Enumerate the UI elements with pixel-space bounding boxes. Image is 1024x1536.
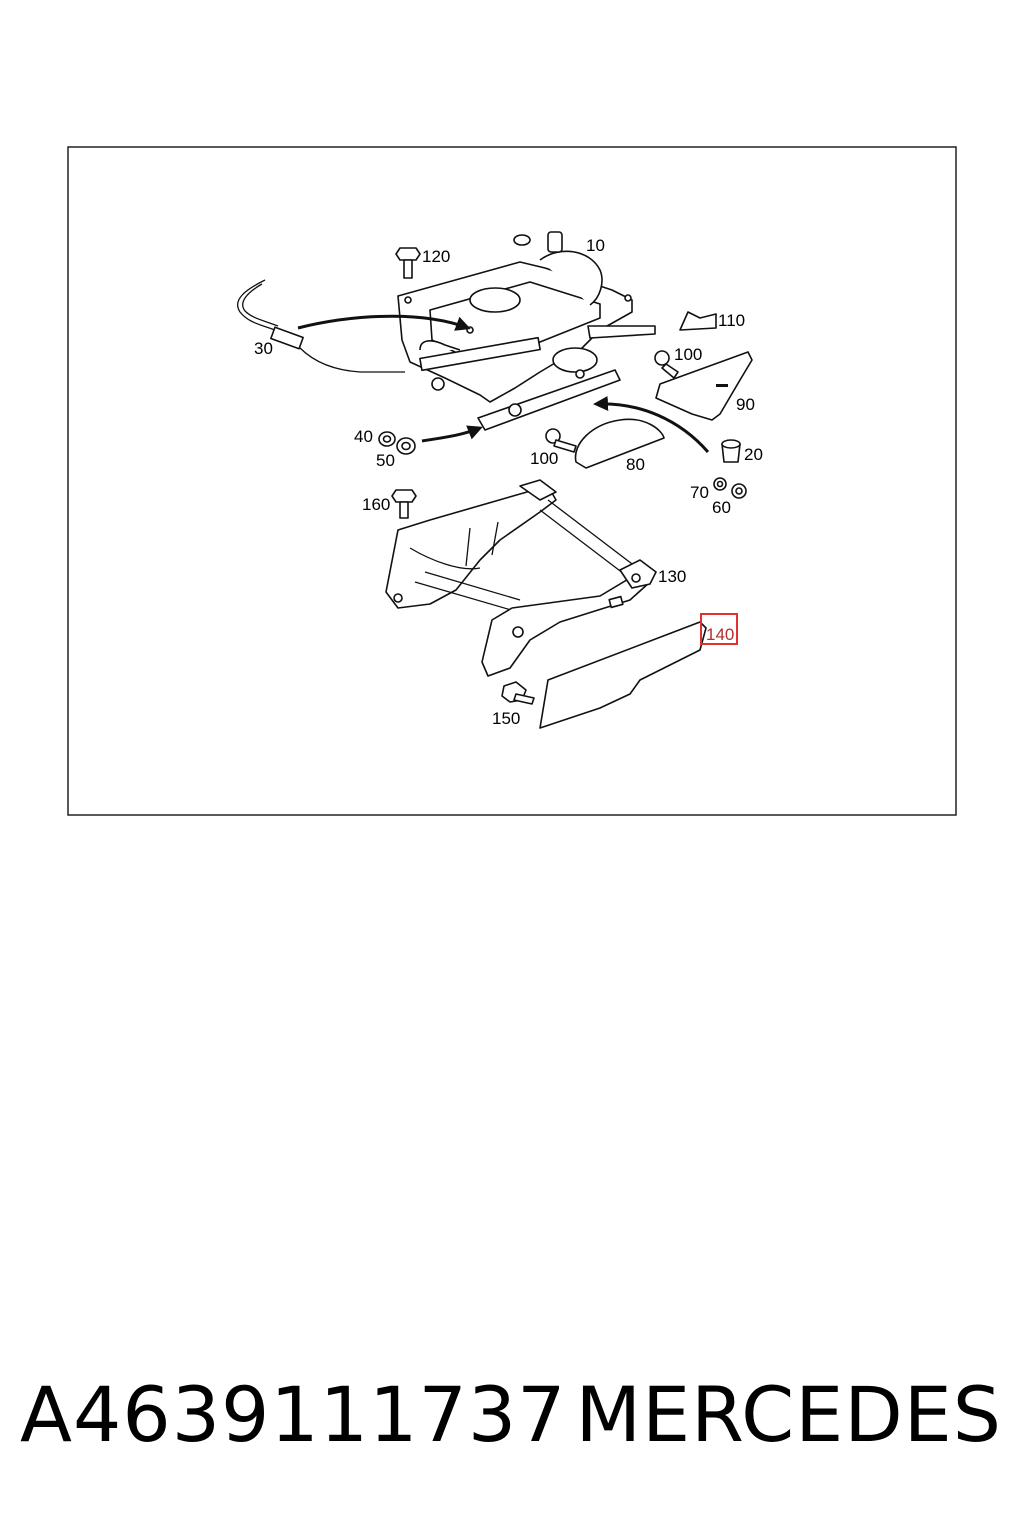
callout-50: 50 (376, 451, 395, 470)
upper-seat-frame (397, 231, 656, 431)
cover-80 (574, 418, 665, 469)
cover-140 (539, 621, 707, 729)
washer-40 (378, 431, 396, 447)
bolt-160 (391, 489, 417, 519)
brand-name: MERCEDES (575, 1370, 1002, 1459)
callout-110: 110 (718, 311, 745, 330)
diagram-frame (67, 146, 957, 816)
callout-100-upper: 100 (674, 345, 702, 364)
callout-30: 30 (254, 339, 273, 358)
callout-130: 130 (658, 567, 686, 586)
callout-20: 20 (744, 445, 763, 464)
callout-70: 70 (690, 483, 709, 502)
callout-140: 140 (706, 625, 734, 644)
highlight-box-140 (700, 613, 738, 645)
bushing-20 (721, 439, 741, 463)
bracket-110 (679, 311, 717, 331)
lower-seat-frame (385, 479, 657, 677)
part-number: A4639111737 (20, 1370, 567, 1459)
callout-40: 40 (354, 427, 373, 446)
callout-80: 80 (626, 455, 645, 474)
callout-60: 60 (712, 498, 731, 517)
bolt-150 (501, 681, 535, 705)
bolt-100-upper (654, 350, 679, 379)
nut-60 (731, 483, 747, 499)
callout-90: 90 (736, 395, 755, 414)
callout-120: 120 (422, 247, 450, 266)
grommet-50 (396, 437, 416, 455)
callout-10: 10 (586, 236, 605, 255)
cover-90 (655, 351, 753, 421)
bolt-120 (395, 247, 421, 279)
callout-150: 150 (492, 709, 520, 728)
washer-70 (713, 477, 727, 491)
cable-30 (237, 279, 405, 373)
footer: A4639111737 MERCEDES (0, 1370, 1024, 1470)
callout-100-lower: 100 (530, 449, 558, 468)
screw-100-lower (545, 428, 577, 453)
callout-160: 160 (362, 495, 390, 514)
